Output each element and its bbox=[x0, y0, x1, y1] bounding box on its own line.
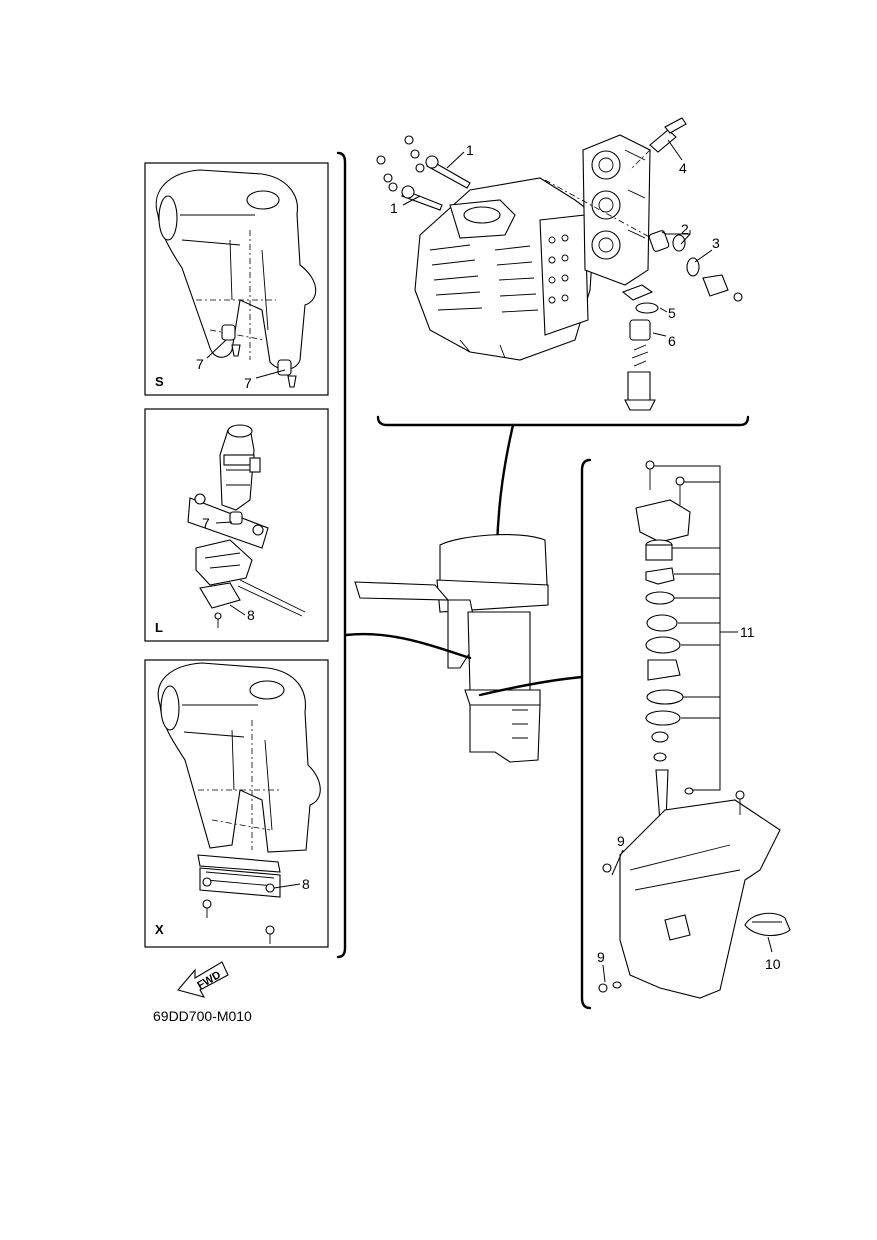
connector-line bbox=[344, 632, 472, 660]
connector-line bbox=[495, 423, 515, 552]
callout-label: 1 bbox=[466, 142, 474, 158]
fwd-label: FWD bbox=[195, 969, 223, 992]
top-bracket-line bbox=[376, 415, 750, 427]
cylinder-block-drawing bbox=[414, 177, 596, 361]
callout-label: 4 bbox=[679, 160, 687, 176]
gearcase-drawing bbox=[598, 790, 781, 999]
variant-panel-s: 7 7 S bbox=[144, 162, 329, 396]
callout-label: 11 bbox=[740, 624, 755, 640]
fwd-arrow-icon: FWD bbox=[177, 961, 229, 998]
anode-drawing bbox=[744, 912, 791, 936]
variant-tag: X bbox=[155, 922, 164, 937]
callout-label: 7 bbox=[202, 515, 210, 531]
variant-panel-l: 7 8 L bbox=[144, 408, 329, 642]
callout-label: 5 bbox=[668, 305, 676, 321]
callout-label: 7 bbox=[244, 375, 252, 391]
lower-unit-group: 11 9 9 10 bbox=[597, 460, 791, 999]
thermostat-drawing bbox=[544, 179, 686, 252]
powerhead-group: 1 1 bbox=[376, 117, 743, 411]
variant-frame bbox=[144, 659, 329, 948]
callout-label: 10 bbox=[765, 956, 781, 972]
callout-label: 1 bbox=[390, 200, 398, 216]
variant-tag: S bbox=[155, 374, 164, 389]
tilt-cylinder-drawing bbox=[187, 424, 306, 628]
variant-frame bbox=[144, 408, 329, 642]
connector-line bbox=[478, 675, 584, 697]
outboard-motor-drawing bbox=[344, 534, 584, 763]
water-pump-drawing bbox=[635, 460, 694, 823]
variant-tag: L bbox=[155, 620, 163, 635]
variant-frame bbox=[144, 162, 329, 396]
left-bracket-line bbox=[336, 151, 347, 959]
callout-label: 8 bbox=[302, 876, 310, 892]
sensor-drawing bbox=[629, 117, 687, 171]
swivel-bracket-drawing bbox=[157, 662, 321, 944]
callout-label: 3 bbox=[712, 235, 720, 251]
cylinder-head-drawing bbox=[582, 134, 651, 286]
callout-label: 9 bbox=[617, 833, 625, 849]
callout-label: 8 bbox=[247, 607, 255, 623]
callout-label: 9 bbox=[597, 949, 605, 965]
callout-leaders bbox=[654, 465, 738, 791]
callout-label: 6 bbox=[668, 333, 676, 349]
bolt-set-drawing bbox=[376, 135, 471, 211]
right-bracket-line bbox=[580, 458, 592, 1010]
variant-panel-x: 8 X bbox=[144, 659, 329, 948]
water-tube-drawing bbox=[621, 284, 659, 411]
callout-label: 2 bbox=[681, 221, 689, 237]
thermostat-cover-drawing bbox=[686, 257, 743, 302]
callout-label: 7 bbox=[196, 356, 204, 372]
swivel-bracket-drawing bbox=[155, 169, 317, 388]
diagram-code: 69DD700-M010 bbox=[153, 1008, 252, 1024]
